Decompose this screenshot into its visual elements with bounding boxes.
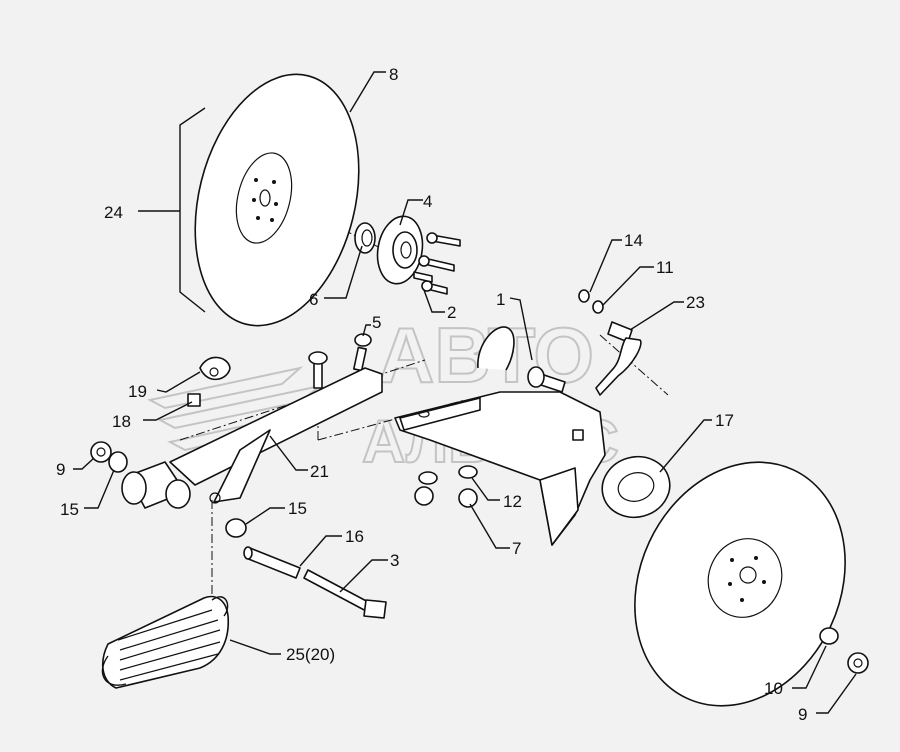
callout-19: 19 <box>128 382 147 401</box>
callout-25-20: 25(20) <box>286 645 335 664</box>
hook-bolt <box>477 326 566 393</box>
bracket-nuts <box>414 486 478 508</box>
nut-left <box>90 441 112 463</box>
spring <box>101 595 230 689</box>
bolt-upper <box>353 333 372 372</box>
callout-2: 2 <box>447 303 456 322</box>
callout-10: 10 <box>764 679 783 698</box>
callout-21: 21 <box>310 462 329 481</box>
callout-11: 11 <box>656 258 674 277</box>
callout-6: 6 <box>309 290 318 309</box>
callout-12: 12 <box>503 492 522 511</box>
callout-18: 18 <box>112 412 131 431</box>
callout-9-right: 9 <box>798 705 807 724</box>
callout-17: 17 <box>715 411 734 430</box>
nut-right <box>847 652 869 674</box>
disc-assembly-bracket <box>179 107 206 313</box>
washer-right <box>819 627 839 645</box>
callout-23: 23 <box>686 293 705 312</box>
bracket-washers <box>418 465 478 485</box>
dust-cap <box>601 455 671 519</box>
hub-bolts <box>413 232 461 295</box>
arm-bolt <box>308 351 328 407</box>
callout-1: 1 <box>496 290 505 309</box>
scraper <box>595 321 642 396</box>
grease-nipple <box>187 393 201 407</box>
callout-15-left: 15 <box>60 500 79 519</box>
washer-small <box>592 300 604 314</box>
bushing-left <box>108 451 128 473</box>
top-disc <box>194 73 360 327</box>
leader-lines <box>73 71 857 714</box>
snap-ring <box>578 289 590 303</box>
bushing-lower <box>225 518 247 538</box>
callout-9-left: 9 <box>56 460 65 479</box>
hub <box>376 215 424 285</box>
bottom-disc <box>634 461 846 707</box>
callout-16: 16 <box>345 527 364 546</box>
callout-4: 4 <box>423 192 432 211</box>
callout-3: 3 <box>390 551 399 570</box>
callout-24: 24 <box>104 203 123 222</box>
callout-7: 7 <box>512 539 521 558</box>
arm <box>169 367 383 504</box>
sleeve <box>243 546 301 579</box>
bearing <box>354 222 376 254</box>
callout-labels: 8 24 6 4 2 5 1 14 11 23 17 19 18 9 15 21… <box>56 65 807 724</box>
main-bracket <box>394 391 606 546</box>
grease-cap <box>199 356 231 381</box>
long-bolt <box>303 569 387 619</box>
pivot-tube <box>121 461 191 509</box>
callout-14: 14 <box>624 231 643 250</box>
callout-8: 8 <box>389 65 398 84</box>
callout-15-lower: 15 <box>288 499 307 518</box>
callout-5: 5 <box>372 313 381 332</box>
